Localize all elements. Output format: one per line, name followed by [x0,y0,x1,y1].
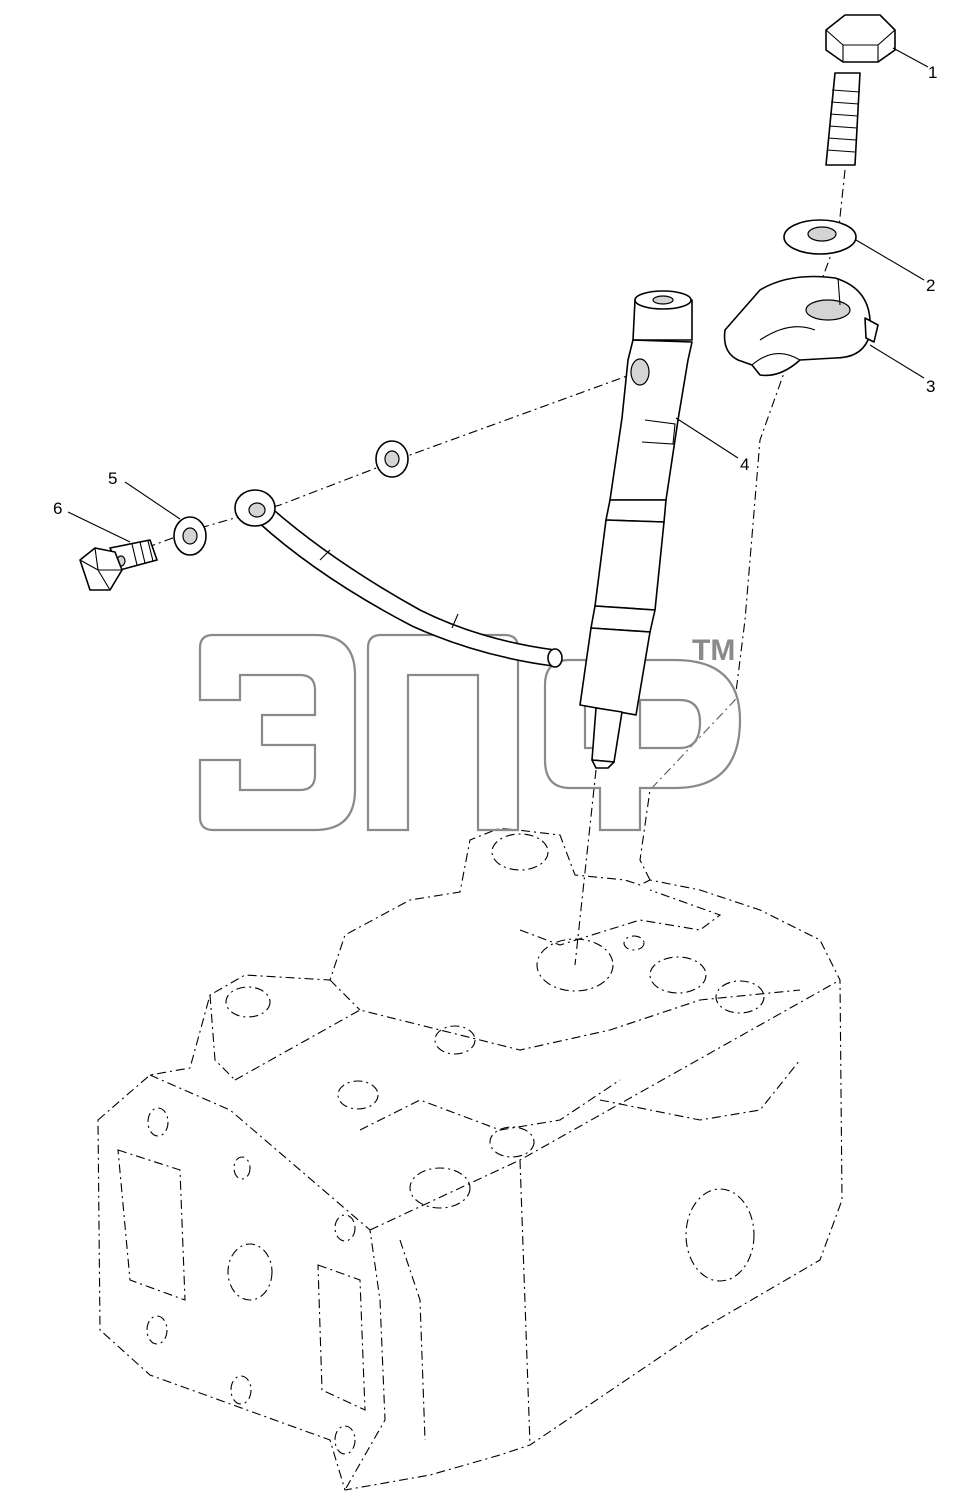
trademark-symbol: TM [692,634,735,667]
callout-number-1: 1 [928,63,937,82]
leader-line-3 [869,344,925,379]
bolt-part-1 [825,14,896,166]
leader-line-5 [124,481,181,520]
watermark-logo: TM [198,633,742,832]
cylinder-head [97,299,843,1491]
leader-line-1 [892,47,929,68]
banjo-bolt-part-6 [79,539,158,591]
callout-number-2: 2 [926,276,935,295]
sealing-washer-part-5 [173,516,207,556]
washer-part-2 [783,219,857,255]
clamp-part-3 [723,275,879,377]
assembly-axes [139,169,846,966]
callout-number-3: 3 [926,377,935,396]
leader-line-4 [675,417,739,459]
fuel-return-pipe [234,489,563,668]
callout-number-6: 6 [53,499,62,518]
leader-line-2 [855,239,925,281]
injector-part-4 [579,290,693,769]
callout-number-5: 5 [108,469,117,488]
leader-line-6 [67,511,131,543]
callout-number-4: 4 [740,455,749,474]
callouts: 1 2 3 4 5 6 [53,47,937,543]
sealing-washer-upper [375,440,409,478]
